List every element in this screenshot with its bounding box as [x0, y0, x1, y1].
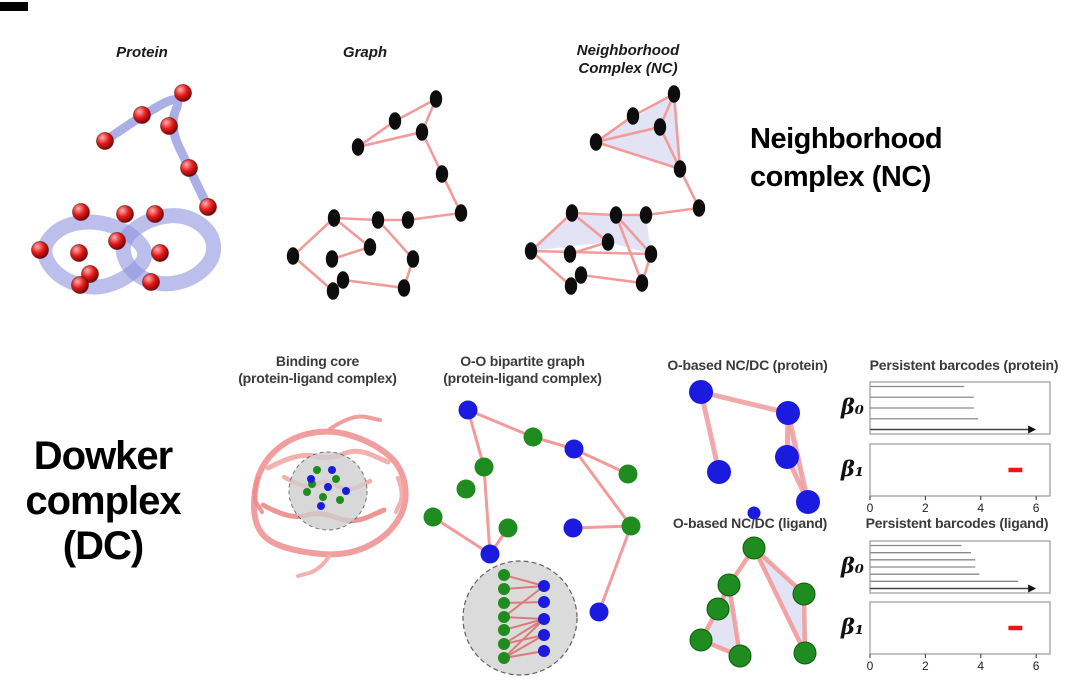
headline-dowker-complex: Dowker complex (DC)	[8, 434, 198, 569]
binding-core-label-line1: Binding core	[275, 353, 360, 369]
axis-tick-label: 2	[922, 659, 929, 673]
headline-dc-line2: complex	[25, 479, 181, 523]
headline-dc-line3: (DC)	[62, 524, 144, 568]
axis-tick-label: 6	[1033, 659, 1040, 673]
barcode-chart-ligand: β₀ β₁ 0 2 4 6	[840, 540, 1051, 673]
axis-tick-label: 4	[977, 501, 984, 515]
graph-panel-title: Graph	[342, 44, 388, 61]
barcodes-ligand-title: Persistent barcodes (ligand)	[865, 515, 1049, 531]
barcode-chart-protein: β₀ β₁ 0 2 4 6	[840, 381, 1051, 515]
ncdc-ligand-diagram	[689, 536, 817, 668]
nc-panel-title: Neighborhood Complex (NC)	[553, 42, 703, 78]
bipartite-graph-label: O-O bipartite graph (protein-ligand comp…	[420, 353, 625, 387]
bipartite-label-line1: O-O bipartite graph	[460, 353, 585, 369]
binding-core-label: Binding core (protein-ligand complex)	[215, 353, 420, 387]
ncdc-protein-label: O-based NC/DC (protein)	[667, 357, 828, 373]
beta-label: β₁	[840, 456, 864, 481]
protein-ribbon-diagram	[31, 84, 222, 295]
binding-core-label-line2: (protein-ligand complex)	[238, 370, 397, 386]
headline-dc-line1: Dowker	[33, 434, 174, 478]
nc-panel-title-line2: Complex (NC)	[578, 60, 678, 77]
protein-panel-title: Protein	[116, 44, 168, 61]
ncdc-protein-diagram	[689, 380, 820, 520]
headline-nc-line2: complex (NC)	[750, 161, 931, 193]
axis-tick-label: 4	[977, 659, 984, 673]
graph-diagram	[286, 90, 468, 300]
beta-label: β₀	[840, 394, 864, 419]
binding-core-diagram	[251, 414, 409, 578]
beta-label: β₁	[840, 614, 864, 639]
headline-neighborhood-complex: Neighborhood complex (NC)	[750, 120, 943, 196]
bipartite-diagram	[423, 400, 641, 676]
nc-panel-title-line1: Neighborhood	[576, 42, 680, 59]
corner-artifact-bar	[0, 2, 28, 11]
axis-tick-label: 6	[1033, 501, 1040, 515]
headline-nc-line1: Neighborhood	[750, 123, 943, 155]
barcodes-protein-title: Persistent barcodes (protein)	[869, 357, 1059, 373]
axis-tick-label: 2	[922, 501, 929, 515]
axis-tick-label: 0	[867, 659, 874, 673]
axis-tick-label: 0	[867, 501, 874, 515]
ncdc-ligand-label: O-based NC/DC (ligand)	[672, 515, 828, 531]
nc-diagram	[524, 85, 706, 295]
beta-label: β₀	[840, 553, 864, 578]
bipartite-label-line2: (protein-ligand complex)	[443, 370, 602, 386]
